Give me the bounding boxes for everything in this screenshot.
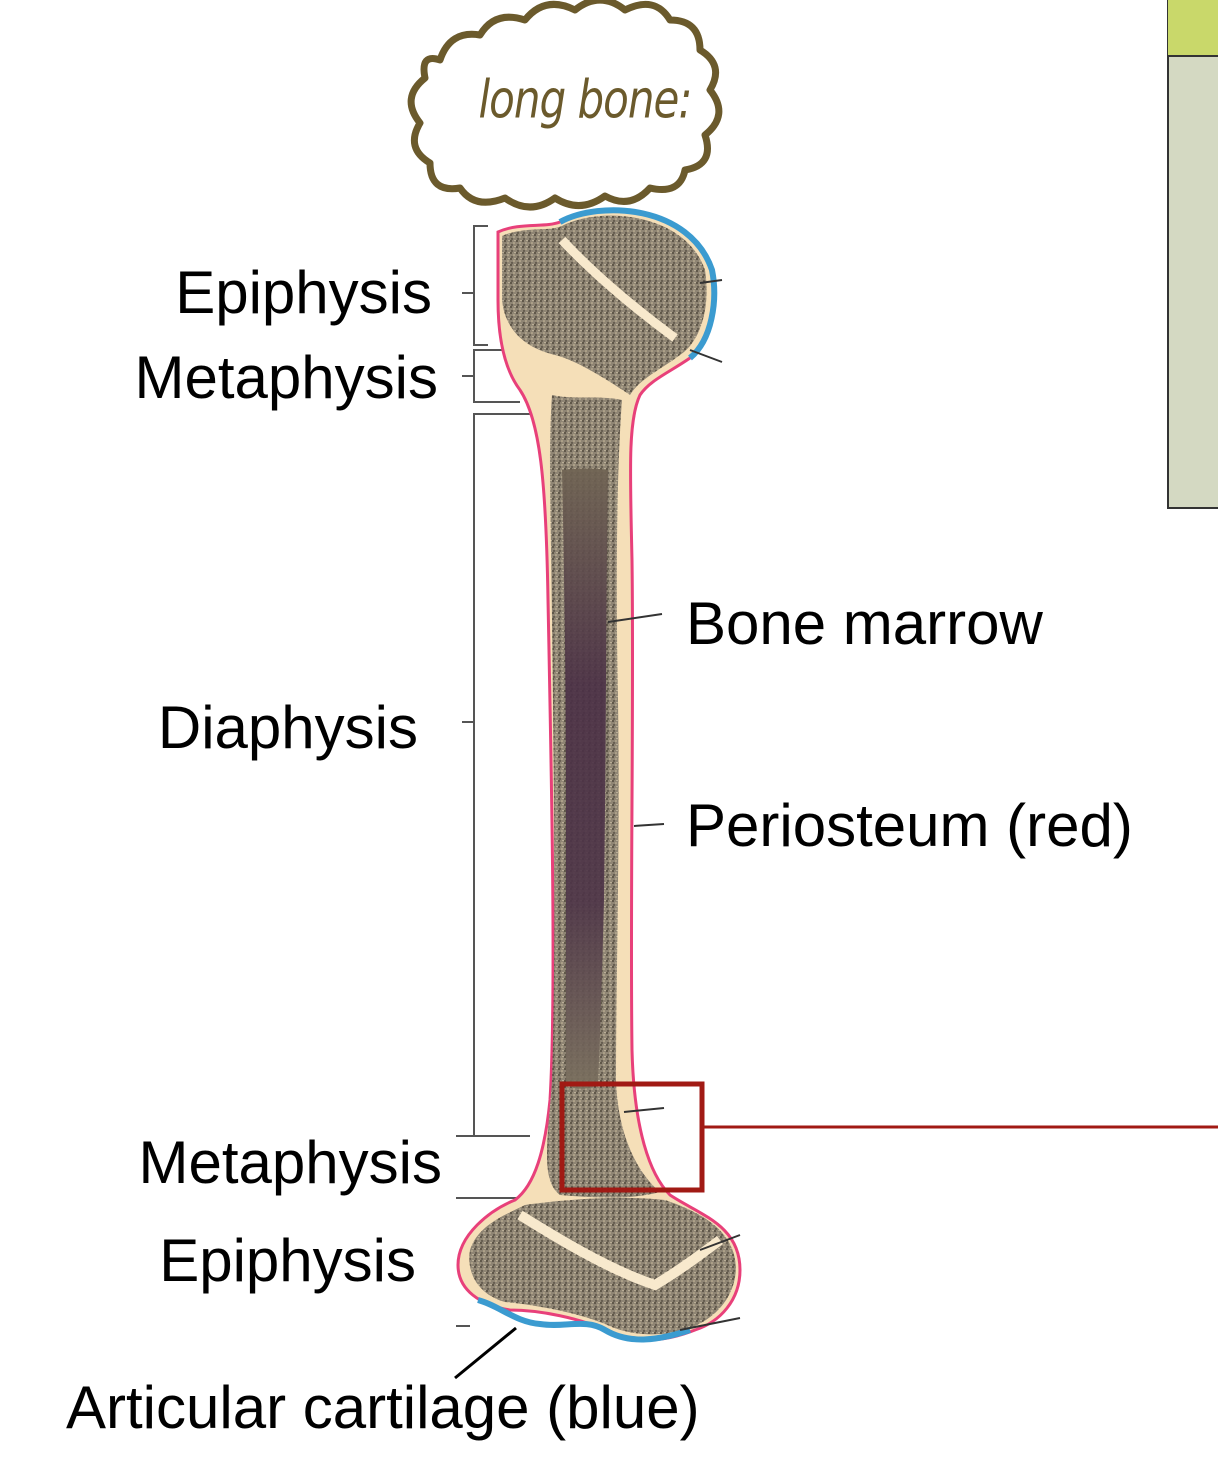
highlight-box <box>559 1081 1218 1193</box>
epiphysis-bottom-label: Epiphysis <box>159 1227 416 1294</box>
articular-cartilage-label: Articular cartilage (blue) <box>66 1374 700 1441</box>
epiphysis-top-label: Epiphysis <box>175 259 432 326</box>
region-brackets <box>456 225 540 1327</box>
periosteum-leader <box>633 823 665 827</box>
bone-marrow-leader <box>607 613 663 623</box>
leader-ticks <box>679 279 741 1331</box>
bone-shape <box>456 207 742 1343</box>
metaphysis-inner-tick <box>623 1107 665 1113</box>
diagram-title: long bone: <box>478 68 693 130</box>
articular-cartilage-leader <box>454 1326 517 1380</box>
metaphysis-bottom-label: Metaphysis <box>138 1129 442 1196</box>
bone-marrow-label: Bone marrow <box>686 590 1043 657</box>
periosteum-label: Periosteum (red) <box>686 792 1133 859</box>
diaphysis-label: Diaphysis <box>157 694 418 761</box>
side-panel <box>1167 0 1218 509</box>
metaphysis-top-label: Metaphysis <box>134 344 438 411</box>
title-bubble-outline <box>407 0 723 211</box>
